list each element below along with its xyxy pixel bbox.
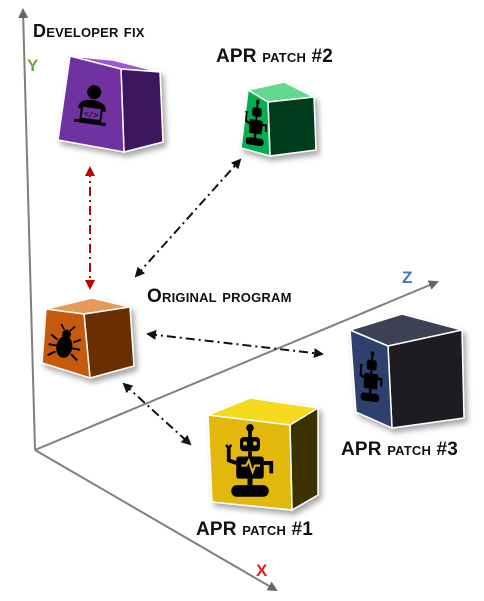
original-program-label: Original program: [147, 286, 292, 308]
apr-patch-2-label-rest: patch #2: [256, 46, 334, 67]
developer-fix-label-initial: D: [33, 21, 47, 41]
apr-patch-2-label: APR patch #2: [216, 46, 333, 68]
y-axis-label: Y: [27, 56, 39, 75]
apr-patch-1-label: APR patch #1: [196, 519, 313, 541]
developer-fix-label-rest: eveloper fix: [46, 21, 145, 41]
robot-icon: [224, 422, 274, 499]
apr-patch-3-label-initial: APR: [341, 439, 382, 460]
original-program-label-initial: O: [147, 286, 162, 307]
developer-fix-cube: </>: [57, 55, 164, 153]
svg-text:</>: </>: [83, 109, 99, 120]
apr-patch-1-label-rest: patch #1: [236, 519, 314, 540]
connector-original-to-patch2: [134, 158, 242, 278]
connectors: [85, 158, 324, 446]
apr-patch-1-cube: [205, 397, 321, 512]
apr-patch-2-label-initial: APR: [216, 46, 257, 67]
developer-fix-label: Developer fix: [33, 21, 145, 42]
axes: [18, 8, 439, 592]
bug-icon: [47, 323, 82, 362]
apr-patch-3-label-rest: patch #3: [381, 439, 459, 460]
apr-patch-3-label: APR patch #3: [341, 439, 458, 461]
original-program-label-rest: riginal program: [161, 286, 292, 307]
apr-patch-1-label-initial: APR: [196, 519, 237, 540]
x-axis-label: X: [256, 561, 268, 580]
connector-original-to-patch1: [122, 382, 192, 446]
z-axis-label: Z: [402, 268, 413, 287]
apr-patch-3-cube: [347, 313, 465, 430]
y-axis-line: [18, 8, 36, 451]
x-axis-line: [34, 449, 278, 592]
original-program-cube: [41, 297, 135, 380]
z-axis-line: [34, 280, 439, 451]
developer-laptop-icon: </>: [73, 85, 107, 127]
apr-patch-2-cube: [240, 81, 317, 157]
connector-original-to-patch3: [146, 329, 324, 359]
